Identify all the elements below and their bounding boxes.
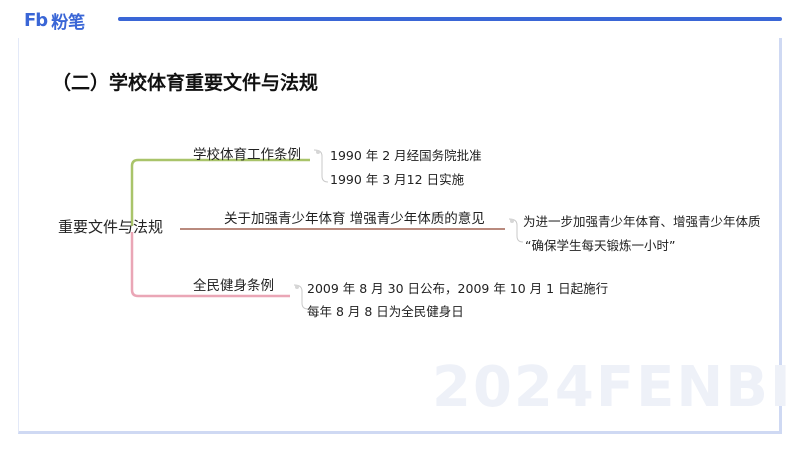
leaf-1-2: 1990 年 3 月12 日实施	[330, 172, 465, 187]
slide-title: （二）学校体育重要文件与法规	[52, 72, 319, 94]
branch-label-3: 全民健身条例	[193, 278, 274, 294]
logo-text: 粉笔	[51, 12, 86, 33]
leaf-1-1: 1990 年 2 月经国务院批准	[330, 148, 482, 163]
logo-mark: Fb	[24, 9, 48, 31]
leaf-3-2: 每年 8 月 8 日为全民健身日	[307, 304, 464, 319]
leaf-2-1: 为进一步加强青少年体育、增强青少年体质	[523, 214, 761, 229]
watermark: 2024FENBI	[432, 355, 793, 420]
leaf-2-2: “确保学生每天锻炼一小时”	[525, 238, 676, 253]
leaf-bracket-1	[313, 149, 329, 183]
connector-branch-3	[130, 232, 290, 298]
slide-frame	[18, 38, 782, 434]
mindmap-root: 重要文件与法规	[58, 218, 164, 236]
brand-logo: Fb 粉笔	[24, 9, 86, 33]
connector-branch-1	[130, 158, 310, 226]
branch-label-2: 关于加强青少年体育 增强青少年体质的意见	[224, 211, 485, 227]
leaf-3-1: 2009 年 8 月 30 日公布，2009 年 10 月 1 日起施行	[307, 281, 609, 296]
header-rule	[118, 17, 782, 21]
branch-label-1: 学校体育工作条例	[193, 147, 301, 163]
